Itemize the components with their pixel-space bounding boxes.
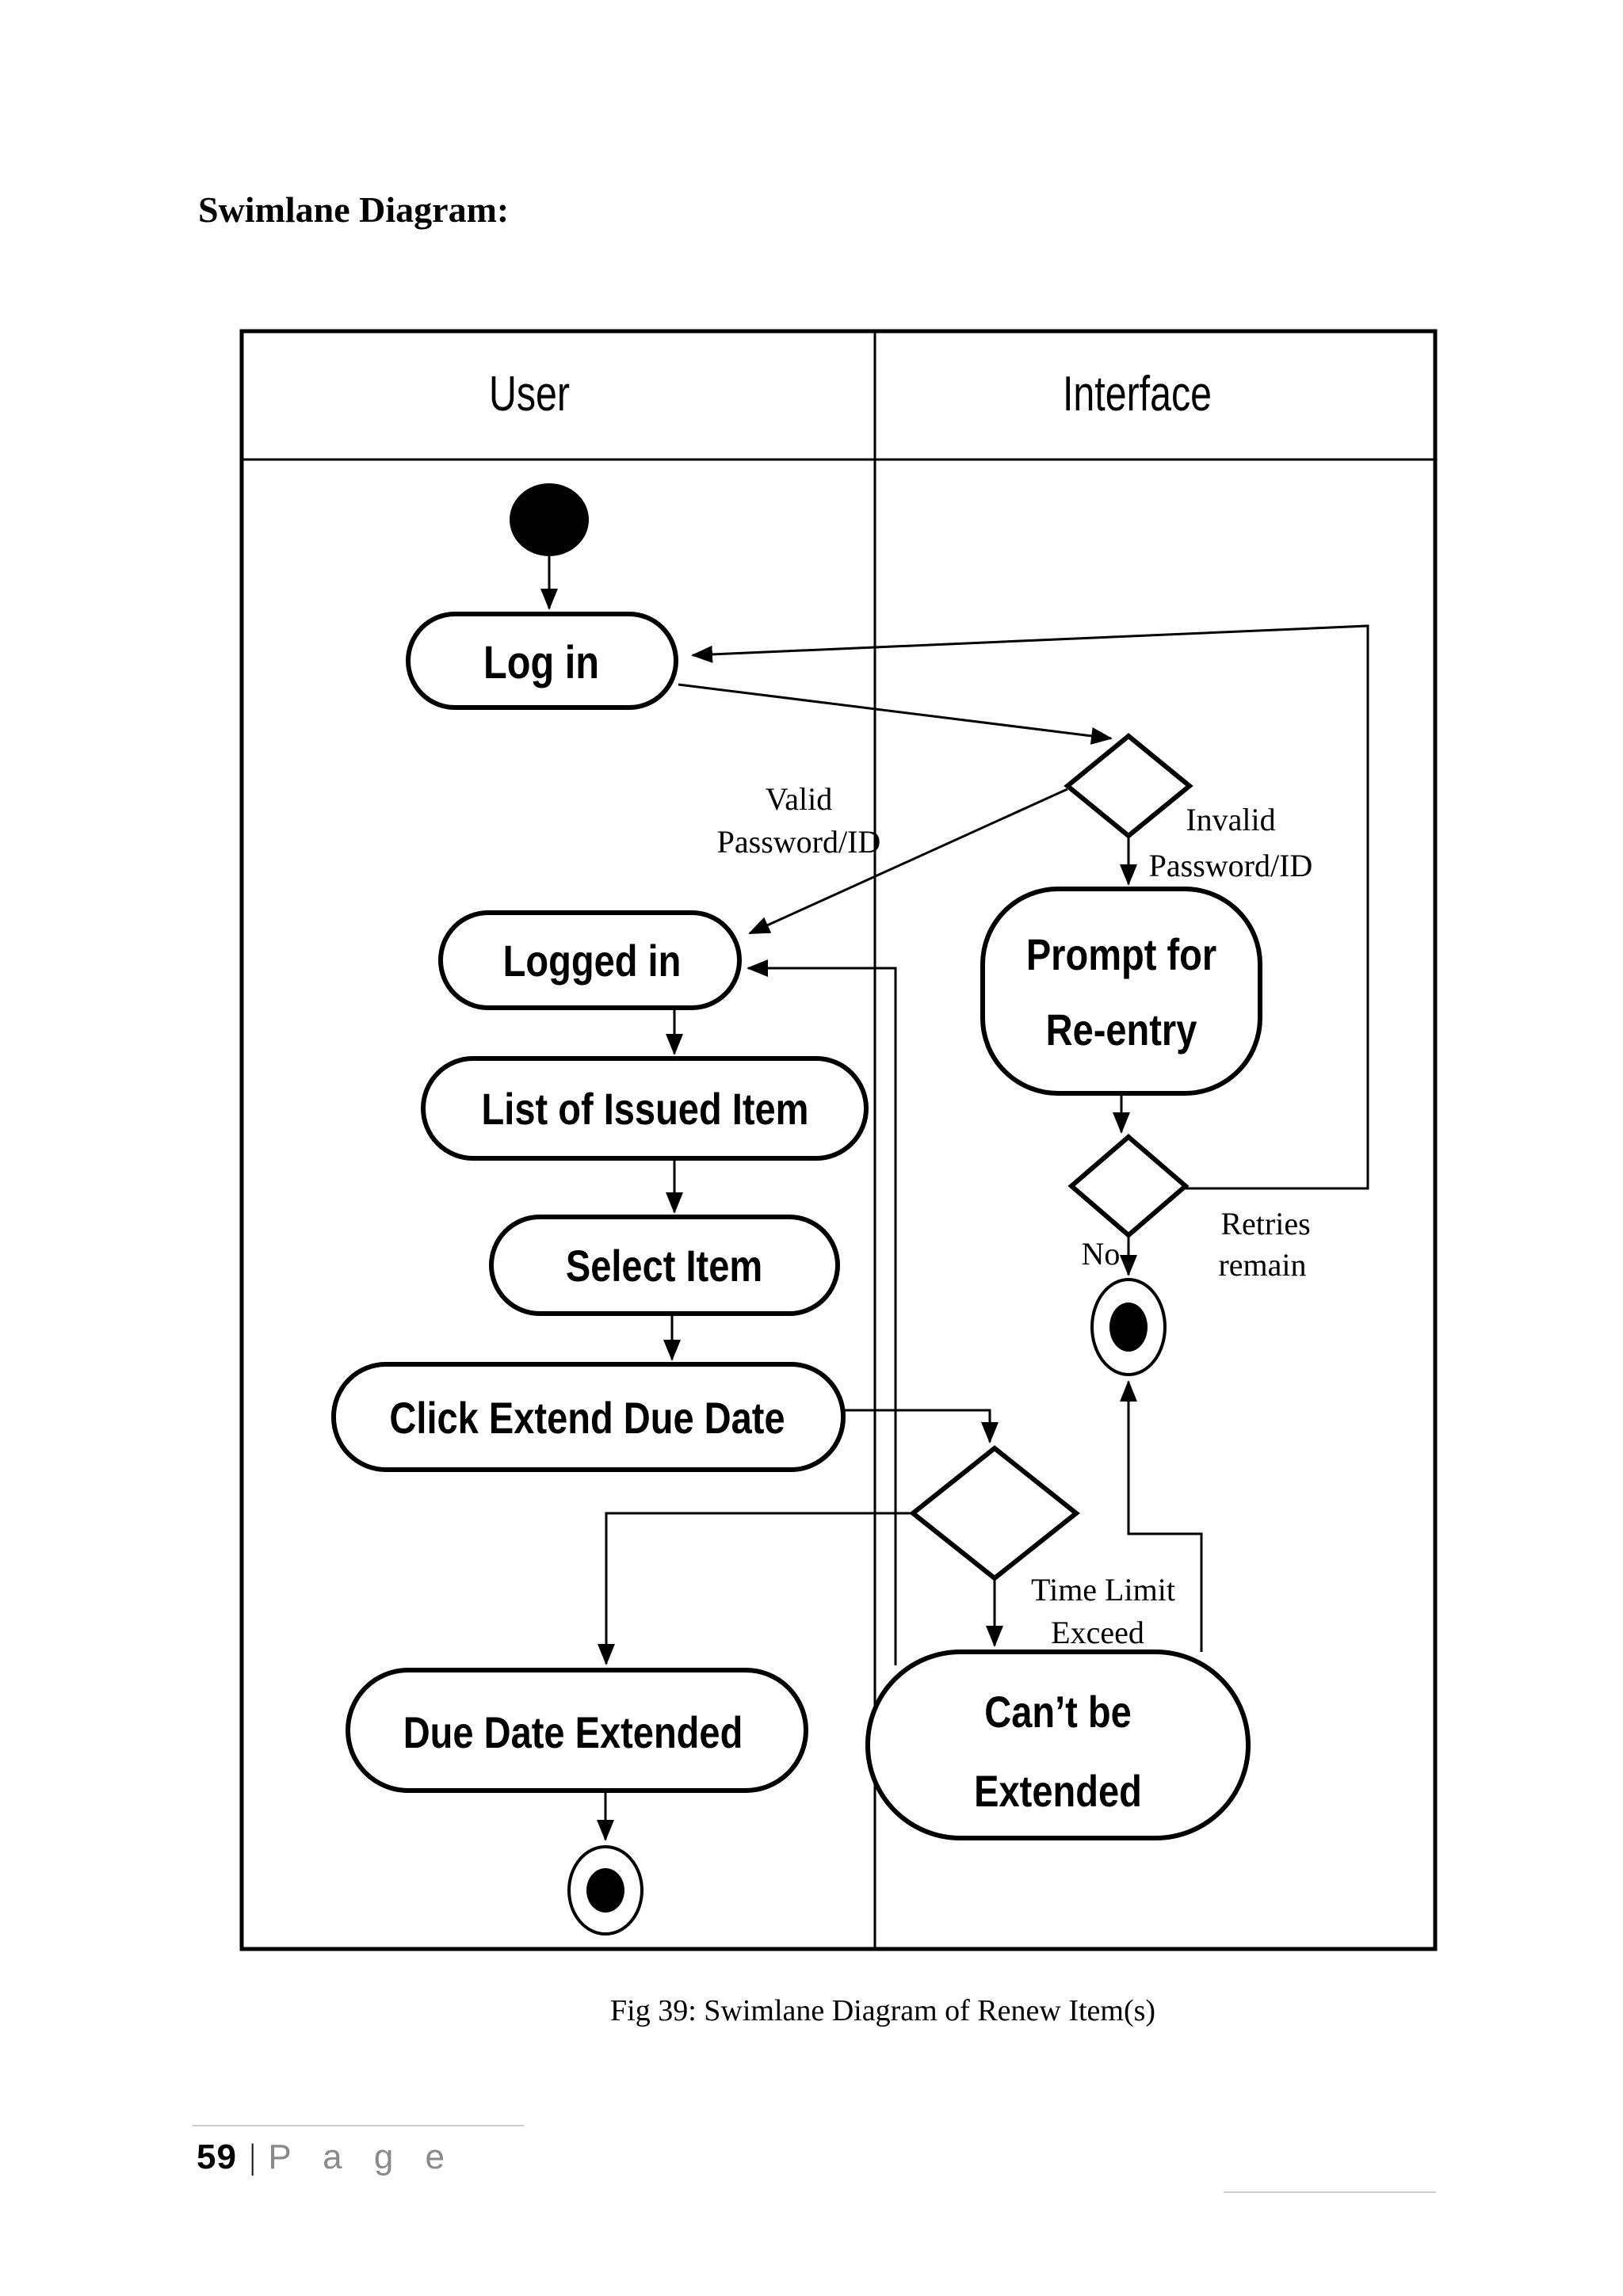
decision-retries	[1067, 1134, 1190, 1238]
label-invalid-line2: Password/ID	[1149, 848, 1313, 883]
final-node-interface	[1090, 1278, 1167, 1376]
final-node-user	[567, 1845, 643, 1936]
activity-prompt-reentry-line1: Prompt for	[1026, 929, 1216, 979]
lane-label-interface: Interface	[1063, 366, 1212, 421]
footer-separator: |	[250, 2138, 256, 2176]
decision-time-limit	[909, 1445, 1080, 1581]
activity-cant-extend-line2: Extended	[974, 1766, 1142, 1816]
activity-prompt-reentry-line2: Re-entry	[1046, 1005, 1197, 1055]
edge-cantextend-to-loggedin	[747, 959, 897, 1665]
edge-decision3-to-duedate	[598, 1512, 913, 1665]
activity-select-item: Select Item	[489, 1215, 840, 1316]
edge-valid-to-loggedin	[748, 788, 1068, 935]
edge-retries-loop-to-login	[691, 624, 1369, 1190]
label-valid-line1: Valid	[766, 781, 832, 817]
lane-header-user: User	[489, 366, 570, 421]
footer-rule-left	[193, 2125, 524, 2126]
decision-password-valid	[1064, 733, 1193, 839]
activity-click-extend-label: Click Extend Due Date	[389, 1393, 785, 1443]
activity-logged-in: Logged in	[438, 910, 742, 1010]
label-retries-line2: remain	[1218, 1247, 1306, 1283]
page-footer: 59 | P a g e	[197, 2138, 456, 2177]
activity-login-label: Log in	[483, 638, 599, 688]
activity-login: Log in	[406, 612, 678, 710]
edge-cantextend-to-final	[1120, 1380, 1203, 1652]
activity-list-issued: List of Issued Item	[421, 1056, 869, 1161]
activity-prompt-reentry: Prompt for Re-entry	[980, 887, 1262, 1096]
label-no: No	[1082, 1236, 1121, 1272]
lane-label-user: User	[489, 366, 570, 421]
lane-header-interface: Interface	[1063, 366, 1212, 421]
activity-cant-extend: Can’t be Extended	[865, 1650, 1251, 1840]
activity-list-issued-label: List of Issued Item	[482, 1084, 809, 1134]
page-title: Swimlane Diagram:	[198, 189, 510, 230]
footer-page-label: P a g e	[268, 2138, 456, 2176]
activity-logged-in-label: Logged in	[503, 936, 682, 986]
figure-caption: Fig 39: Swimlane Diagram of Renew Item(s…	[610, 1994, 1156, 2027]
edge-click-to-decision3	[843, 1409, 999, 1444]
label-time-limit-line1: Time Limit	[1031, 1572, 1175, 1608]
activity-select-item-label: Select Item	[566, 1241, 762, 1291]
initial-node	[510, 483, 589, 556]
label-invalid-line1: Invalid	[1186, 802, 1275, 837]
page-number: 59	[197, 2138, 237, 2176]
label-retries-line1: Retries	[1220, 1206, 1310, 1241]
activity-due-date-extended-label: Due Date Extended	[403, 1707, 743, 1757]
activity-click-extend: Click Extend Due Date	[331, 1362, 846, 1472]
label-time-limit-line2: Exceed	[1051, 1615, 1144, 1650]
edge-login-to-decision1	[678, 683, 1113, 745]
footer-rule-right	[1224, 2191, 1436, 2193]
activity-due-date-extended: Due Date Extended	[346, 1668, 808, 1793]
activity-cant-extend-line1: Can’t be	[984, 1687, 1132, 1737]
label-valid-line2: Password/ID	[717, 824, 881, 860]
diagram-border	[239, 329, 1438, 1951]
